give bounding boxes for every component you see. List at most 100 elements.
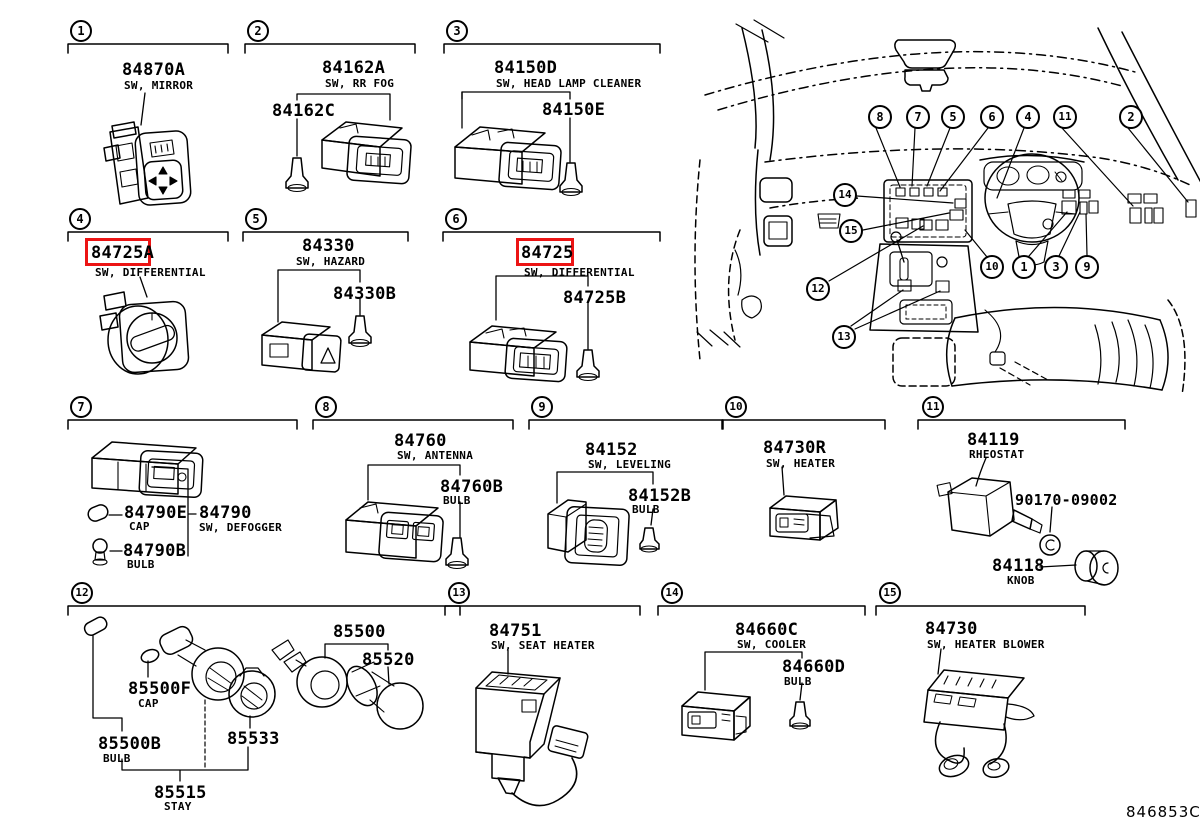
section-circle-3: 3 [446,20,468,42]
console [869,231,1049,387]
part-label-bulb-84660d: BULB [784,675,812,688]
part-number-84725: 84725 [521,243,574,263]
part-label-sw-differential: SW, DIFFERENTIAL [524,266,635,279]
screw-icon-84162c [285,157,309,193]
section-2-art [285,93,412,193]
section-circle-14: 14 [661,582,683,604]
callout-circle-1: 1 [1012,255,1036,279]
part-label-bulb-84790b: BULB [127,558,155,571]
section-4-art [99,276,190,375]
callout-circle-7: 7 [906,105,930,129]
part-label-sw-seat-heater: SW, SEAT HEATER [491,639,595,652]
part-number-84150d: 84150D [494,58,558,78]
callout-circle-13: 13 [832,325,856,349]
part-label-cap-85500f: CAP [138,697,159,710]
part-label-sw-heater-blower: SW, HEATER BLOWER [927,638,1045,651]
bulb-icon-84790b [92,538,108,566]
part-number-84330b: 84330B [333,284,397,304]
element-85520 [346,661,424,730]
callout-circle-10: 10 [980,255,1004,279]
part-number-84162a: 84162A [322,58,386,78]
diagram-code: 846853C [1126,803,1200,821]
part-number-84730: 84730 [925,619,978,639]
section-6-art [469,275,600,383]
seat [945,299,1186,396]
callout-circle-9: 9 [1075,255,1099,279]
part-number-84870a: 84870A [122,60,186,80]
part-number-85515: 85515 [154,783,207,803]
part-number-84760: 84760 [394,431,447,451]
steering-cluster [979,153,1085,266]
part-label-sw-differential-a: SW, DIFFERENTIAL [95,266,206,279]
screw-icon-84760b [445,537,469,570]
section-13-art [475,649,589,807]
section-12-art [83,616,424,782]
section-circle-10: 10 [725,396,747,418]
section-circle-4: 4 [69,208,91,230]
part-number-85500b: 85500B [98,734,162,754]
part-number-85520: 85520 [362,650,415,670]
part-label-sw-mirror: SW, MIRROR [124,79,194,92]
section-3-art [454,91,583,197]
part-label-sw-antenna: SW, ANTENNA [397,449,474,462]
section-brackets [67,43,1126,616]
callout-circle-3: 3 [1044,255,1068,279]
section-1-art [103,92,192,206]
connector-plug [547,725,589,759]
part-label-sw-rr-fog: SW, RR FOG [325,77,395,90]
part-label-bulb-85500b: BULB [103,752,131,765]
part-number-84725b: 84725B [563,288,627,308]
part-number-84119: 84119 [967,430,1020,450]
section-circle-1: 1 [70,20,92,42]
section-circle-2: 2 [247,20,269,42]
part-number-84150e: 84150E [542,100,606,120]
part-label-bulb-84152b: BULB [632,503,660,516]
section-7-art [87,441,204,566]
part-number-84118: 84118 [992,556,1045,576]
part-number-84790b: 84790B [123,541,187,561]
callout-circle-8: 8 [868,105,892,129]
callout-leader-lines [828,127,1189,330]
callout-circle-5: 5 [941,105,965,129]
screw-icon-84725b [576,349,600,382]
part-number-84751: 84751 [489,621,542,641]
cap-icon-85500f [83,616,160,664]
section-circle-8: 8 [315,396,337,418]
section-circle-15: 15 [879,582,901,604]
cap-icon-84790e [87,504,109,522]
section-circle-6: 6 [445,208,467,230]
part-number-84760b: 84760B [440,477,504,497]
section-circle-12: 12 [71,582,93,604]
blower-bulb-sockets [938,754,1010,779]
highlight-box-84725a [85,238,151,266]
part-number-84152: 84152 [585,440,638,460]
section-10-art [769,466,839,541]
part-number-84725a: 84725A [91,243,155,263]
section-circle-11: 11 [922,396,944,418]
section-14-art [681,651,811,741]
rearview-mirror [894,39,957,92]
callout-circle-14: 14 [833,183,857,207]
knob-small-icon-90170 [1039,534,1061,556]
knob-icon-84118 [1074,550,1119,586]
center-stack [883,179,973,243]
part-label-rheostat: RHEOSTAT [969,448,1025,461]
dashboard-art [694,19,1200,396]
section-9-art [547,471,660,566]
section-8-art [345,464,469,570]
part-number-84790e: 84790E [124,503,188,523]
callout-circle-15: 15 [839,219,863,243]
callout-circle-4: 4 [1016,105,1040,129]
part-label-sw-head-lamp-cleaner: SW, HEAD LAMP CLEANER [496,77,642,90]
part-number-84660c: 84660C [735,620,799,640]
column-switches [1061,189,1197,224]
part-label-sw-hazard: SW, HAZARD [296,255,366,268]
part-label-sw-cooler: SW, COOLER [737,638,807,651]
callout-circle-6: 6 [980,105,1004,129]
part-number-85533: 85533 [227,729,280,749]
screw-icon-84150e [559,162,583,197]
part-label-cap-84790e: CAP [129,520,150,533]
bulb-icon-84660d [789,701,811,730]
bulb-icon-84152b [639,527,660,553]
